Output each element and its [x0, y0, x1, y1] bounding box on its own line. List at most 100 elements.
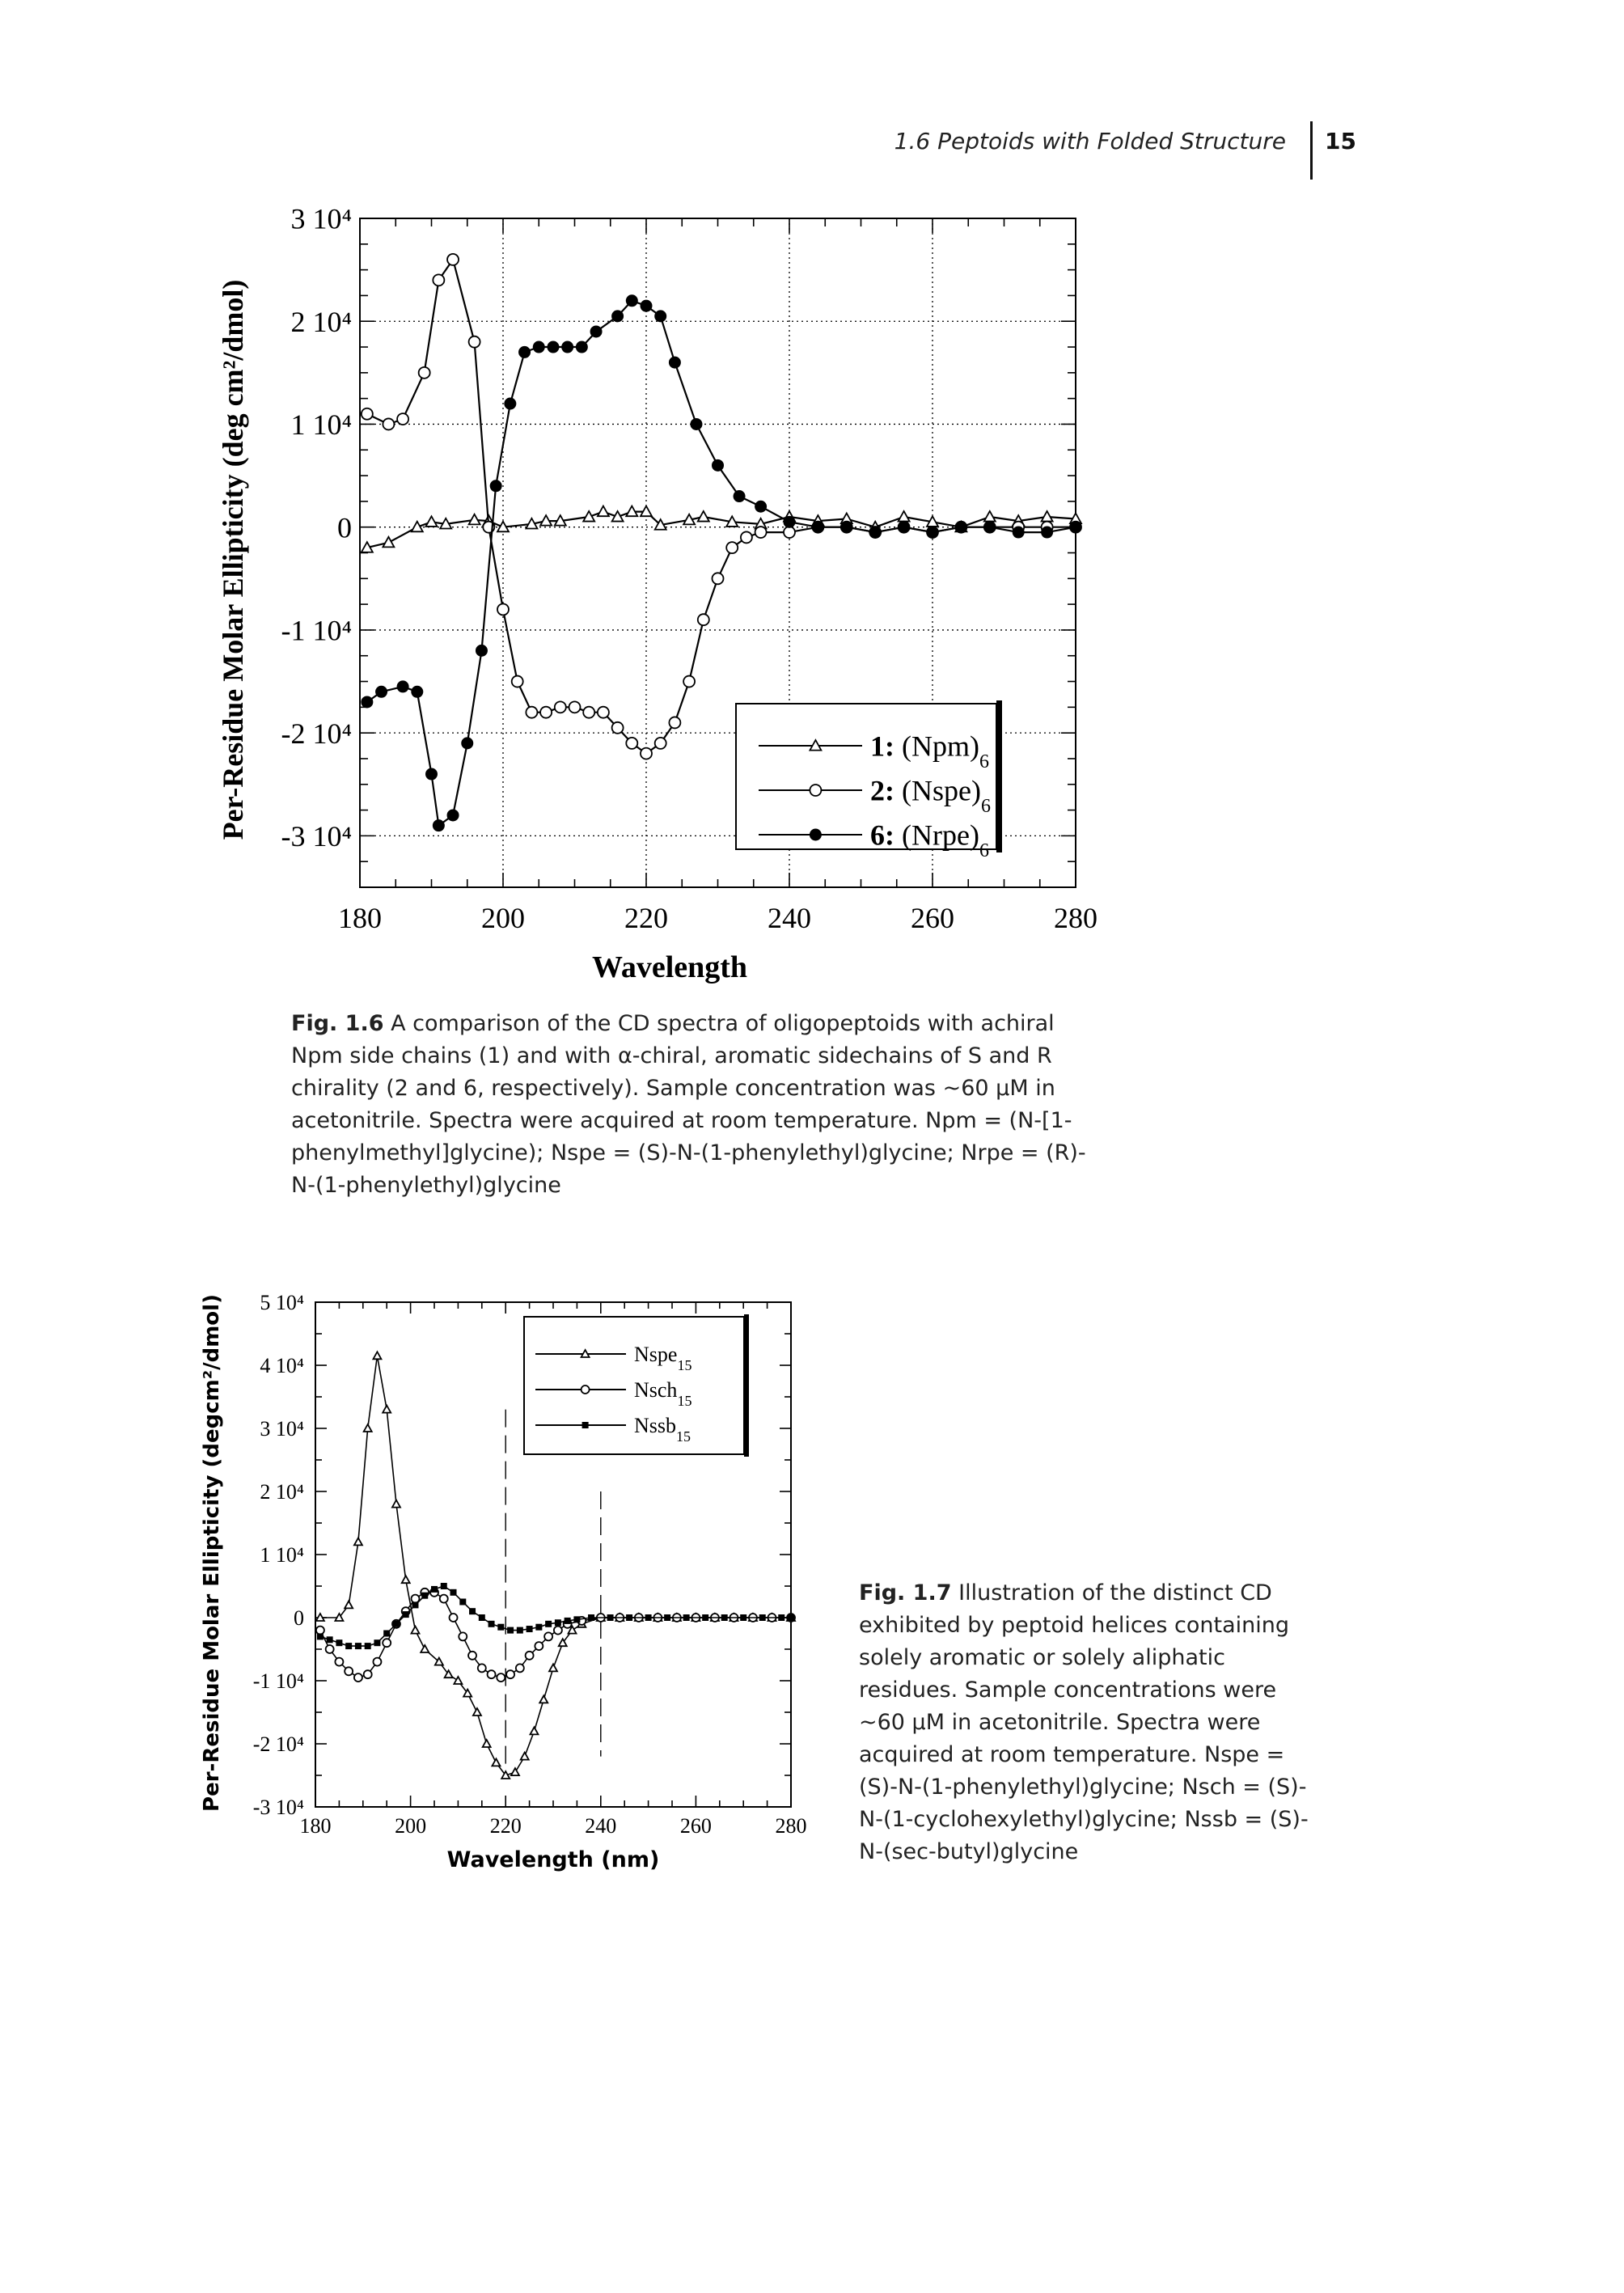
- chart1-point: [553, 514, 568, 527]
- chart1-y-tick-label: -2 10⁴: [281, 717, 352, 750]
- chart2-point: [788, 1614, 794, 1621]
- chart1-point: [561, 341, 574, 353]
- chart2-y-tick-label: -2 10⁴: [253, 1732, 304, 1756]
- chart2-point: [362, 1669, 373, 1680]
- chart2-point: [344, 1666, 354, 1677]
- chart2-point: [438, 1593, 449, 1604]
- chart2-point: [516, 1627, 523, 1634]
- chart2-legend-item-2: Nsch15: [535, 1378, 691, 1409]
- chart1-y-tick-label: 3 10⁴: [290, 203, 352, 235]
- chart1-point: [711, 572, 725, 586]
- chart1-point: [432, 819, 445, 832]
- chart1-point: [926, 526, 939, 539]
- chart2-x-tick-label: 200: [395, 1814, 426, 1838]
- chart1-point: [381, 535, 395, 548]
- chart1-point: [438, 517, 453, 530]
- chart2-point: [336, 1639, 343, 1647]
- chart1-point: [783, 515, 796, 528]
- chart2-point: [528, 1725, 540, 1736]
- chart1-point: [461, 737, 474, 750]
- chart1-point: [690, 417, 703, 430]
- chart2-point: [333, 1612, 345, 1622]
- chart2-point: [458, 1631, 468, 1642]
- chart1-point: [639, 504, 653, 518]
- chart2-y-tick-label: 5 10⁴: [260, 1291, 304, 1314]
- chart1-point: [432, 273, 446, 287]
- chart1-legend-label: 6: (Nrpe)6: [870, 819, 989, 861]
- chart1-point: [624, 504, 639, 518]
- chart2-point: [452, 1675, 463, 1685]
- chart1-point: [539, 514, 553, 527]
- chart2-x-tick-label: 260: [680, 1814, 712, 1838]
- figure-1-7-caption: Fig. 1.7 Illustration of the distinct CD…: [859, 1577, 1312, 1868]
- chart1-legend-marker: [809, 784, 823, 797]
- chart2-legend-item-1: Nspe15: [535, 1343, 691, 1373]
- chart2-point: [510, 1766, 521, 1776]
- chart2-x-tick-label: 220: [490, 1814, 522, 1838]
- chart1-point: [539, 705, 553, 719]
- chart2-point: [459, 1598, 467, 1606]
- chart2-point: [316, 1633, 324, 1640]
- chart1-point: [611, 721, 624, 734]
- chart2-point: [402, 1611, 409, 1618]
- figure-1-6-caption-text: A comparison of the CD spectra of oligop…: [291, 1011, 1086, 1198]
- chart1-point: [811, 521, 824, 534]
- chart2-point: [431, 1585, 438, 1593]
- chart2-point: [481, 1738, 493, 1748]
- chart2-legend-shadow: [744, 1314, 749, 1457]
- chart2-legend-marker: [580, 1385, 590, 1394]
- chart1-point: [524, 517, 539, 530]
- chart2-point: [505, 1669, 515, 1680]
- chart2-point: [324, 1644, 335, 1654]
- chart2-ticks: [315, 1301, 792, 1808]
- chart2-point: [334, 1656, 345, 1667]
- chart2-y-tick-label: 1 10⁴: [260, 1543, 304, 1567]
- chart1-point: [654, 310, 667, 323]
- chart1-series-2: [360, 252, 1082, 760]
- chart2-point: [315, 1612, 326, 1622]
- chart1-point: [696, 613, 710, 627]
- chart2-point: [421, 1592, 429, 1599]
- chart1-point: [382, 417, 395, 431]
- chart1-point: [611, 310, 624, 323]
- chart1-y-tick-label: 2 10⁴: [290, 306, 352, 338]
- chart2-point: [315, 1625, 325, 1635]
- chart2-point: [486, 1669, 497, 1680]
- chart1-point: [733, 490, 746, 503]
- chart2-point: [664, 1614, 671, 1621]
- chart1-point: [640, 747, 653, 760]
- chart1-point: [497, 603, 510, 616]
- chart2-y-tick-label: 4 10⁴: [260, 1354, 304, 1377]
- chart2-y-tick-label: 3 10⁴: [260, 1417, 304, 1441]
- chart2-point: [450, 1589, 457, 1596]
- chart2-point: [759, 1614, 766, 1621]
- chart2-x-axis-label: Wavelength (nm): [447, 1847, 660, 1872]
- chart2-point: [721, 1614, 728, 1621]
- chart1-point: [897, 510, 911, 522]
- chart2-point: [440, 1583, 447, 1589]
- chart1-point: [467, 335, 481, 349]
- chart1-point: [446, 252, 459, 266]
- chart2-point: [702, 1614, 709, 1621]
- figure-1-6-label: Fig. 1.6: [291, 1011, 384, 1036]
- chart1-point: [611, 510, 625, 522]
- chart2-y-tick-label: -1 10⁴: [253, 1669, 304, 1693]
- chart2-series-2-line: [319, 1592, 791, 1678]
- chart2-point: [538, 1694, 549, 1704]
- chart2-x-tick-label: 240: [585, 1814, 616, 1838]
- chart2-series-3-line: [319, 1585, 791, 1647]
- chart1-y-tick-label: 0: [337, 511, 352, 544]
- header-rule: [1310, 121, 1313, 180]
- chart1-point: [361, 696, 374, 709]
- chart1-point: [568, 700, 582, 714]
- chart2-point: [469, 1608, 476, 1615]
- chart2-point: [645, 1614, 652, 1621]
- chart1-point: [725, 514, 739, 527]
- chart1-point: [396, 680, 409, 693]
- chart2-point: [534, 1641, 544, 1652]
- chart1-point: [983, 510, 997, 522]
- figure-1-6-caption: Fig. 1.6 A comparison of the CD spectra …: [291, 1008, 1100, 1202]
- chart1-legend-marker: [809, 828, 822, 841]
